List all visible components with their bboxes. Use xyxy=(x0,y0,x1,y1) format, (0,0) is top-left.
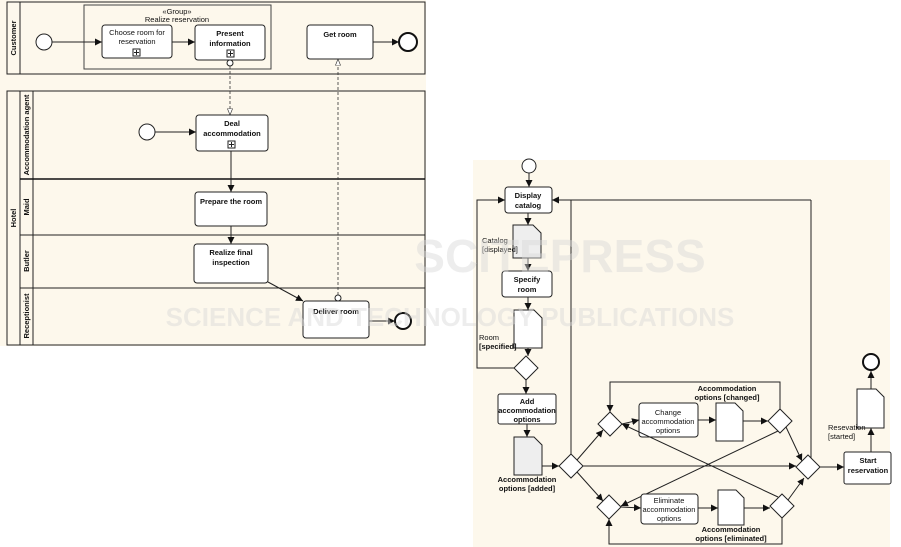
label: reservation xyxy=(848,466,889,475)
label: SCIENCE AND TECHNOLOGY PUBLICATIONS xyxy=(166,302,735,332)
label: Get room xyxy=(323,30,357,39)
object-room: Room [specified] xyxy=(479,309,543,351)
action-change-options[interactable]: Change accommodation options xyxy=(638,402,699,438)
task-deal-accommodation[interactable]: Deal accommodation xyxy=(195,114,269,152)
lane-label: Maid xyxy=(22,198,31,216)
initial-node xyxy=(521,158,537,174)
label: Resevation xyxy=(828,423,866,432)
activity-diagram: Display catalog Catalog [displayed] Spec… xyxy=(473,158,892,547)
watermark: SCITEPRESS SCIENCE AND TECHNOLOGY PUBLIC… xyxy=(166,230,735,332)
label: options xyxy=(656,426,680,435)
group-name: Realize reservation xyxy=(145,15,209,24)
label: catalog xyxy=(515,201,542,210)
group-stereotype: «Group» xyxy=(162,7,191,16)
label: Specify xyxy=(514,275,542,284)
lane-label: Receptionist xyxy=(22,293,31,339)
label: Accommodation xyxy=(498,475,557,484)
label: [started] xyxy=(828,432,855,441)
object-options-eliminated: Accommodation options [eliminated] xyxy=(695,489,767,543)
lane-label: Butler xyxy=(22,250,31,272)
collaboration-diagram: Customer «Group» Realize reservation Cho… xyxy=(0,0,426,346)
label: information xyxy=(209,39,251,48)
task-get-room[interactable]: Get room xyxy=(306,24,374,60)
task-deliver-room[interactable]: Deliver room xyxy=(302,300,370,339)
task-choose-room[interactable]: Choose room for reservation xyxy=(101,24,173,59)
label: Realize final xyxy=(209,248,252,257)
label: Choose room for xyxy=(109,28,165,37)
label: Catalog xyxy=(482,236,508,245)
label: room xyxy=(518,285,537,294)
end-event xyxy=(398,32,418,52)
label: Deliver room xyxy=(313,307,359,316)
label: options [changed] xyxy=(695,393,760,402)
end-event xyxy=(394,312,412,330)
label: options [added] xyxy=(499,484,556,493)
label: [specified] xyxy=(479,342,517,351)
action-specify-room[interactable]: Specify room xyxy=(501,270,553,298)
group-realize-reservation: «Group» Realize reservation xyxy=(83,4,272,70)
label: accommodation xyxy=(498,406,556,415)
label: Accommodation xyxy=(702,525,761,534)
label: [displayed] xyxy=(482,245,518,254)
task-final-inspection[interactable]: Realize final inspection xyxy=(193,243,269,284)
label: Prepare the room xyxy=(200,197,262,206)
label: Eliminate xyxy=(654,496,685,505)
decision-node xyxy=(597,411,623,437)
label: accommodation xyxy=(643,505,696,514)
final-node xyxy=(862,353,880,371)
label: inspection xyxy=(212,258,250,267)
action-eliminate-options[interactable]: Eliminate accommodation options xyxy=(640,493,699,525)
label: options [eliminated] xyxy=(695,534,767,543)
object-options-added: Accommodation options [added] xyxy=(498,436,557,493)
action-add-options[interactable]: Add accommodation options xyxy=(497,393,557,425)
pool-customer: Customer xyxy=(6,1,426,75)
merge-node xyxy=(795,454,821,480)
pool-hotel: Hotel Accommodation agent Maid Butler Re… xyxy=(6,90,426,346)
label: SCITEPRESS xyxy=(414,230,705,282)
label: Change xyxy=(655,408,681,417)
object-reservation: Resevation [started] xyxy=(828,388,885,441)
start-event xyxy=(138,123,156,141)
label: Accommodation xyxy=(698,384,757,393)
task-present-information[interactable]: Present information xyxy=(194,24,266,61)
object-catalog: Catalog [displayed] xyxy=(482,224,542,259)
label: Start xyxy=(859,456,877,465)
label: accommodation xyxy=(203,129,261,138)
label: Display xyxy=(515,191,543,200)
pool-label: Customer xyxy=(9,20,18,55)
label: options xyxy=(513,415,540,424)
label: Deal xyxy=(224,119,240,128)
label: Room xyxy=(479,333,499,342)
start-event xyxy=(35,33,53,51)
pool-label: Hotel xyxy=(9,209,18,228)
action-display-catalog[interactable]: Display catalog xyxy=(504,186,553,214)
label: reservation xyxy=(118,37,155,46)
label: Present xyxy=(216,29,244,38)
label: options xyxy=(657,514,681,523)
label: accommodation xyxy=(642,417,695,426)
task-prepare-room[interactable]: Prepare the room xyxy=(194,191,268,227)
action-start-reservation[interactable]: Start reservation xyxy=(843,451,892,485)
lane-label: Accommodation agent xyxy=(22,94,31,175)
label: Add xyxy=(520,397,535,406)
object-options-changed: Accommodation options [changed] xyxy=(695,384,760,442)
